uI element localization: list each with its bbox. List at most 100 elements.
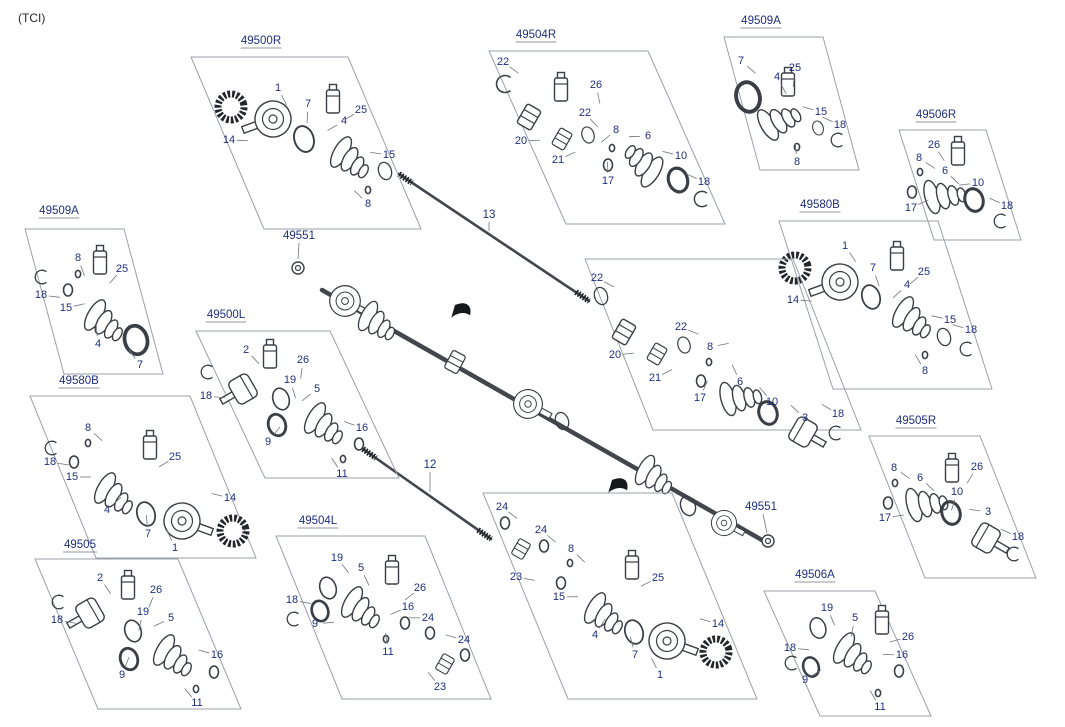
ring-shape (316, 574, 340, 602)
leader-line (327, 124, 338, 131)
leader-line (966, 473, 974, 484)
leader-line (731, 364, 738, 375)
callout-number: 7 (145, 528, 151, 540)
group-label: 49505R (896, 415, 936, 427)
callout-number: 26 (590, 79, 602, 91)
callout-number: 11 (382, 646, 393, 658)
callout-number: 8 (922, 365, 928, 377)
ringthick-shape (663, 164, 693, 196)
leader-line (138, 619, 142, 631)
clip-shape (784, 655, 798, 671)
housing-shape (214, 371, 260, 414)
group-label: 49504R (516, 29, 556, 41)
leader-line (57, 462, 69, 466)
callout-number: 25 (918, 266, 930, 278)
callout-number: 17 (905, 202, 917, 214)
leader-line (299, 601, 311, 604)
tinyring-shape (916, 167, 924, 177)
tinyring-shape (74, 269, 82, 279)
callout-number: 9 (119, 669, 125, 681)
leader-line (546, 534, 556, 543)
leader-line (297, 242, 300, 260)
group-label: 49500L (207, 309, 246, 321)
ring-shape (289, 122, 319, 156)
callout-number: 7 (870, 262, 876, 274)
leader-line (661, 369, 673, 375)
leader-line (802, 106, 814, 111)
clip-shape (286, 611, 300, 627)
callout-number: 18 (965, 324, 977, 336)
smallring-shape (424, 626, 436, 640)
leader-line (445, 634, 457, 639)
ringthick-shape (264, 410, 290, 440)
group-label: 49506R (916, 109, 956, 121)
clip-shape (200, 364, 214, 380)
callout-number: 1 (657, 669, 663, 681)
leader-line (73, 303, 85, 307)
callout-number: 18 (1012, 531, 1024, 543)
leader-line (153, 621, 164, 627)
callout-number: 5 (358, 562, 364, 574)
darkboot-shape (449, 299, 474, 325)
shaft-12 (361, 447, 493, 541)
tone-shape (700, 636, 733, 669)
group-outline (868, 435, 1037, 579)
grease-shape (142, 429, 158, 460)
spline-end (361, 446, 378, 461)
leader-line (797, 648, 809, 651)
grease-shape (874, 604, 890, 635)
cyl-shape (510, 537, 532, 561)
group-outline (190, 56, 422, 230)
leader-line (909, 276, 919, 285)
leader-line (925, 162, 936, 169)
loose-label: 13 (483, 209, 496, 221)
leader-line (952, 324, 964, 329)
darkboot-shape (606, 474, 631, 500)
tinyring-shape (192, 684, 200, 694)
smallring-shape (208, 665, 220, 679)
clip-shape (830, 132, 844, 148)
callout-number: 16 (356, 422, 368, 434)
leader-line (794, 143, 797, 155)
callout-number: 25 (116, 263, 128, 275)
ring-shape (375, 160, 395, 182)
leader-line (603, 281, 614, 288)
callout-number: 14 (787, 294, 799, 306)
callout-number: 1 (172, 542, 178, 554)
leader-line (800, 300, 812, 302)
leader-line (104, 584, 111, 594)
grease-shape (92, 244, 108, 275)
group-outline (34, 558, 242, 710)
leader-line (576, 554, 585, 563)
callout-number: 19 (284, 374, 296, 386)
leader-line (95, 325, 98, 337)
leader-line (211, 493, 223, 497)
grease-shape (950, 135, 966, 166)
leader-line (811, 669, 822, 677)
callout-number: 11 (336, 468, 347, 480)
group-label: 49580B (800, 199, 840, 211)
leader-line (759, 387, 768, 397)
tinyring-shape (566, 558, 574, 568)
callout-number: 4 (592, 629, 598, 641)
boot-shape (630, 451, 681, 500)
leader-line (306, 111, 308, 123)
callout-number: 17 (694, 392, 706, 404)
group-label: 49500R (241, 35, 281, 47)
leader-line (109, 274, 118, 284)
group-label: 49504L (299, 515, 338, 527)
loose-label: 49551 (745, 501, 777, 513)
smallring-shape (893, 664, 905, 678)
grease-shape (889, 240, 905, 271)
grease-shape (325, 83, 341, 114)
leader-line (790, 405, 800, 413)
leader-line (48, 295, 60, 298)
boot-shape (148, 631, 202, 682)
spline-end (397, 171, 414, 186)
group-outline (723, 36, 860, 171)
callout-number: 18 (51, 614, 63, 626)
callout-number: 10 (951, 486, 963, 498)
